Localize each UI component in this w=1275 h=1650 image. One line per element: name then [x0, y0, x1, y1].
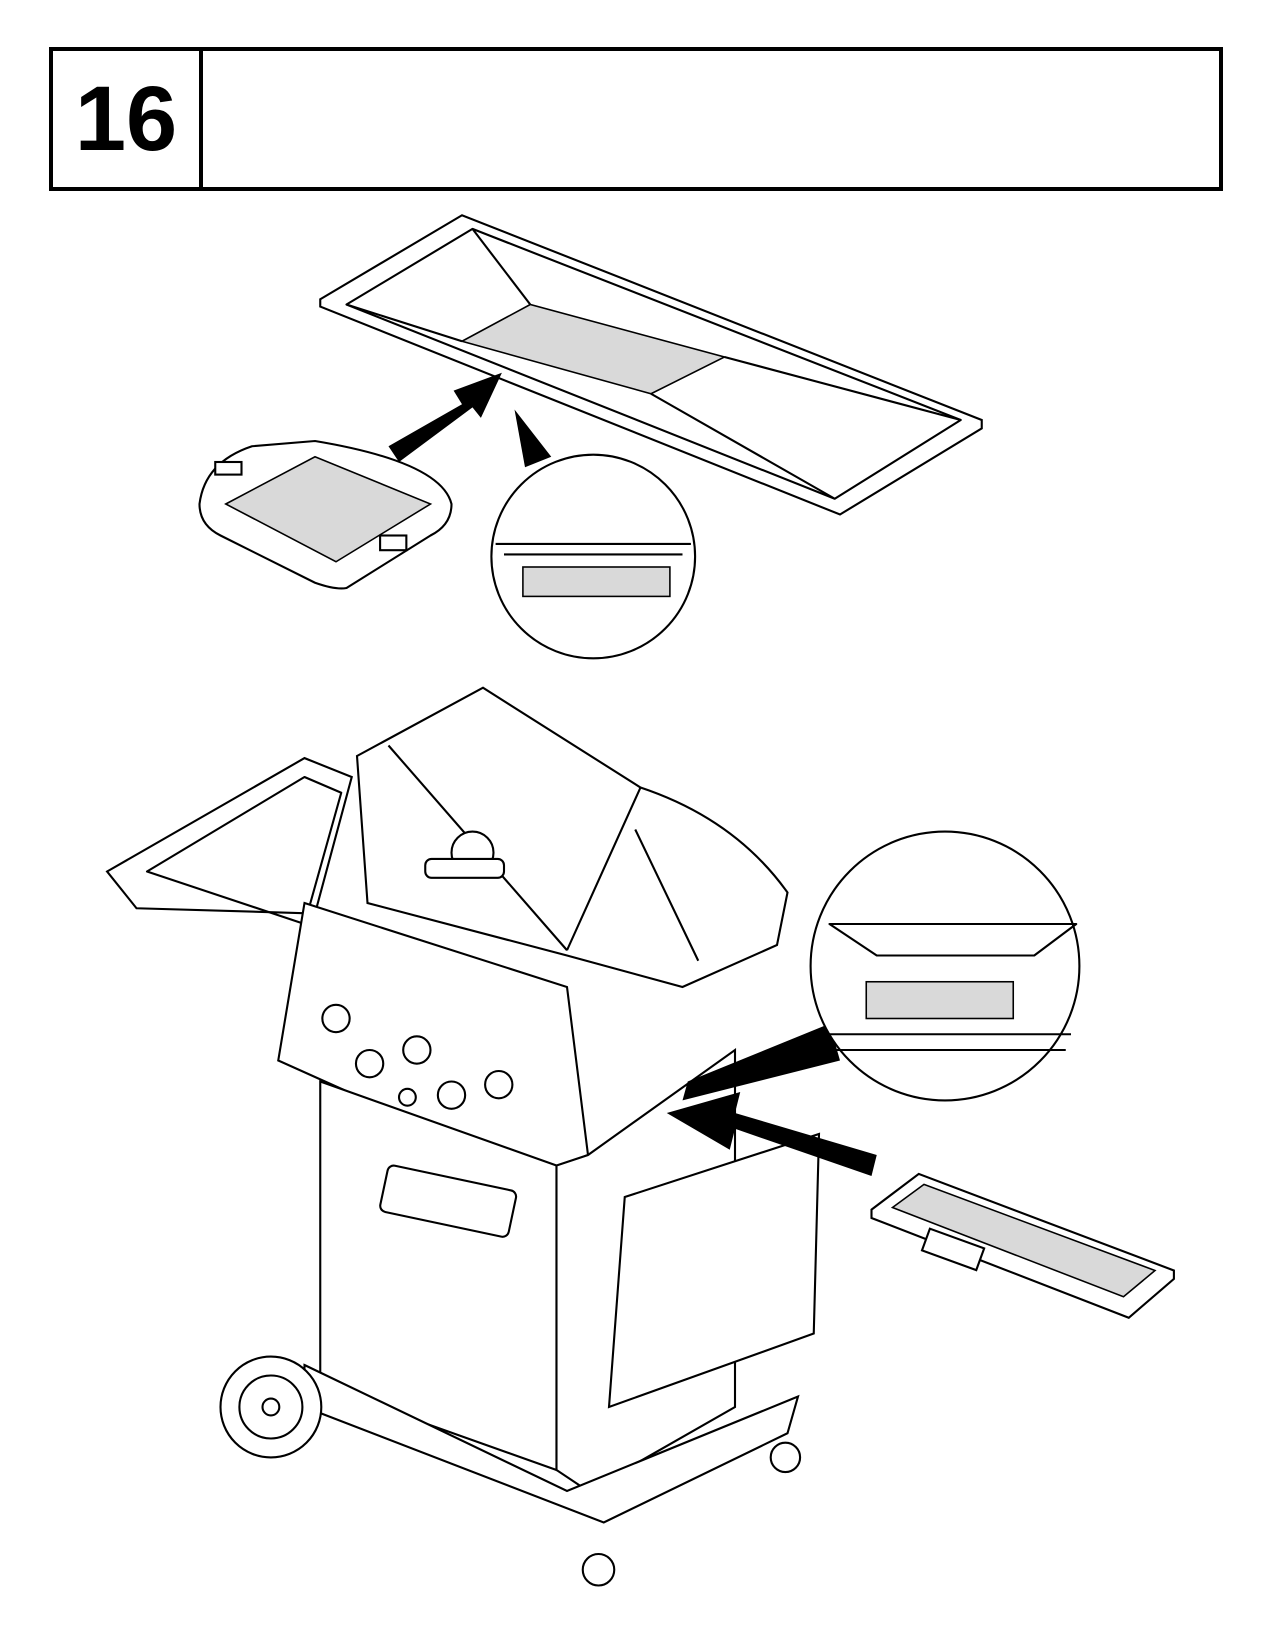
magnifier-detail-icon	[490, 409, 697, 660]
magnifier-detail-icon	[682, 830, 1081, 1102]
grease-tray-icon	[870, 1172, 1175, 1319]
grill-icon	[105, 686, 821, 1587]
drip-cup-icon	[198, 439, 453, 590]
arrow-icon	[388, 372, 502, 462]
step-number: 16	[53, 51, 203, 187]
grease-tray-icon	[319, 214, 983, 516]
arrow-icon	[666, 1092, 877, 1176]
step-header: 16	[49, 47, 1223, 191]
